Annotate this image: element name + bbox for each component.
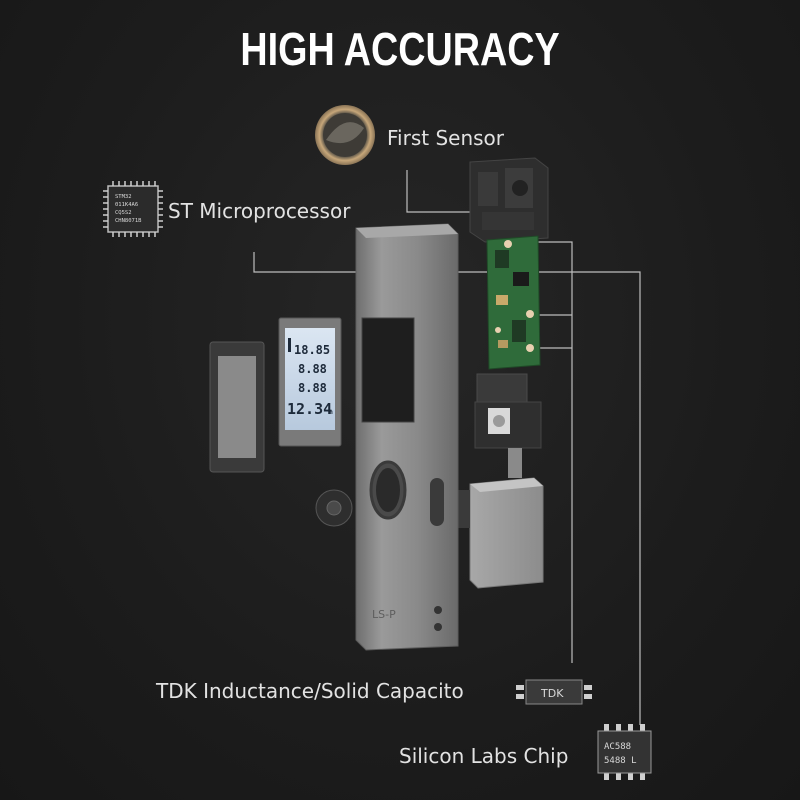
device-marking: LS-P xyxy=(372,608,396,621)
st-microprocessor-label: ST Microprocessor xyxy=(168,199,351,223)
first-sensor-label: First Sensor xyxy=(387,126,505,150)
st-chip-line-1: STM32 xyxy=(115,194,132,200)
st-microprocessor-chip-icon: STM32 011K4A6 CQ5S2 CHN8071B xyxy=(103,181,163,237)
silicon-labs-chip-icon: AC588 5488 L xyxy=(597,724,652,780)
lcd-reading-1: 18.85 xyxy=(294,343,330,357)
first-sensor-lens xyxy=(315,105,375,165)
button-module xyxy=(474,373,542,478)
silicon-chip-line-1: AC588 xyxy=(604,742,631,752)
silicon-chip-line-2: 5488 L xyxy=(604,756,637,766)
lcd-reading-3: 8.88 xyxy=(298,381,327,395)
st-chip-line-4: CHN8071B xyxy=(115,218,142,224)
tdk-component-icon: TDK xyxy=(516,679,592,705)
pcb-board xyxy=(486,235,541,370)
page-title: HIGH ACCURACY xyxy=(240,23,560,75)
st-chip-line-3: CQ5S2 xyxy=(115,210,132,216)
sensor-module xyxy=(469,157,549,243)
lcd-reading-2: 8.88 xyxy=(298,362,327,376)
st-chip-line-2: 011K4A6 xyxy=(115,202,138,208)
lcd-reading-main: 12.34 xyxy=(287,400,332,418)
round-button-part xyxy=(315,489,353,527)
tdk-marking: TDK xyxy=(540,687,564,700)
lcd-unit: m xyxy=(329,409,333,416)
lcd-display-module: 18.85 8.88 8.88 12.34 m xyxy=(278,317,342,447)
battery-pack xyxy=(458,477,544,589)
tdk-inductance-label: TDK Inductance/Solid Capacito xyxy=(156,679,464,703)
back-panel xyxy=(209,341,265,473)
device-body: LS-P xyxy=(355,223,459,651)
silicon-labs-chip-label: Silicon Labs Chip xyxy=(399,744,569,768)
